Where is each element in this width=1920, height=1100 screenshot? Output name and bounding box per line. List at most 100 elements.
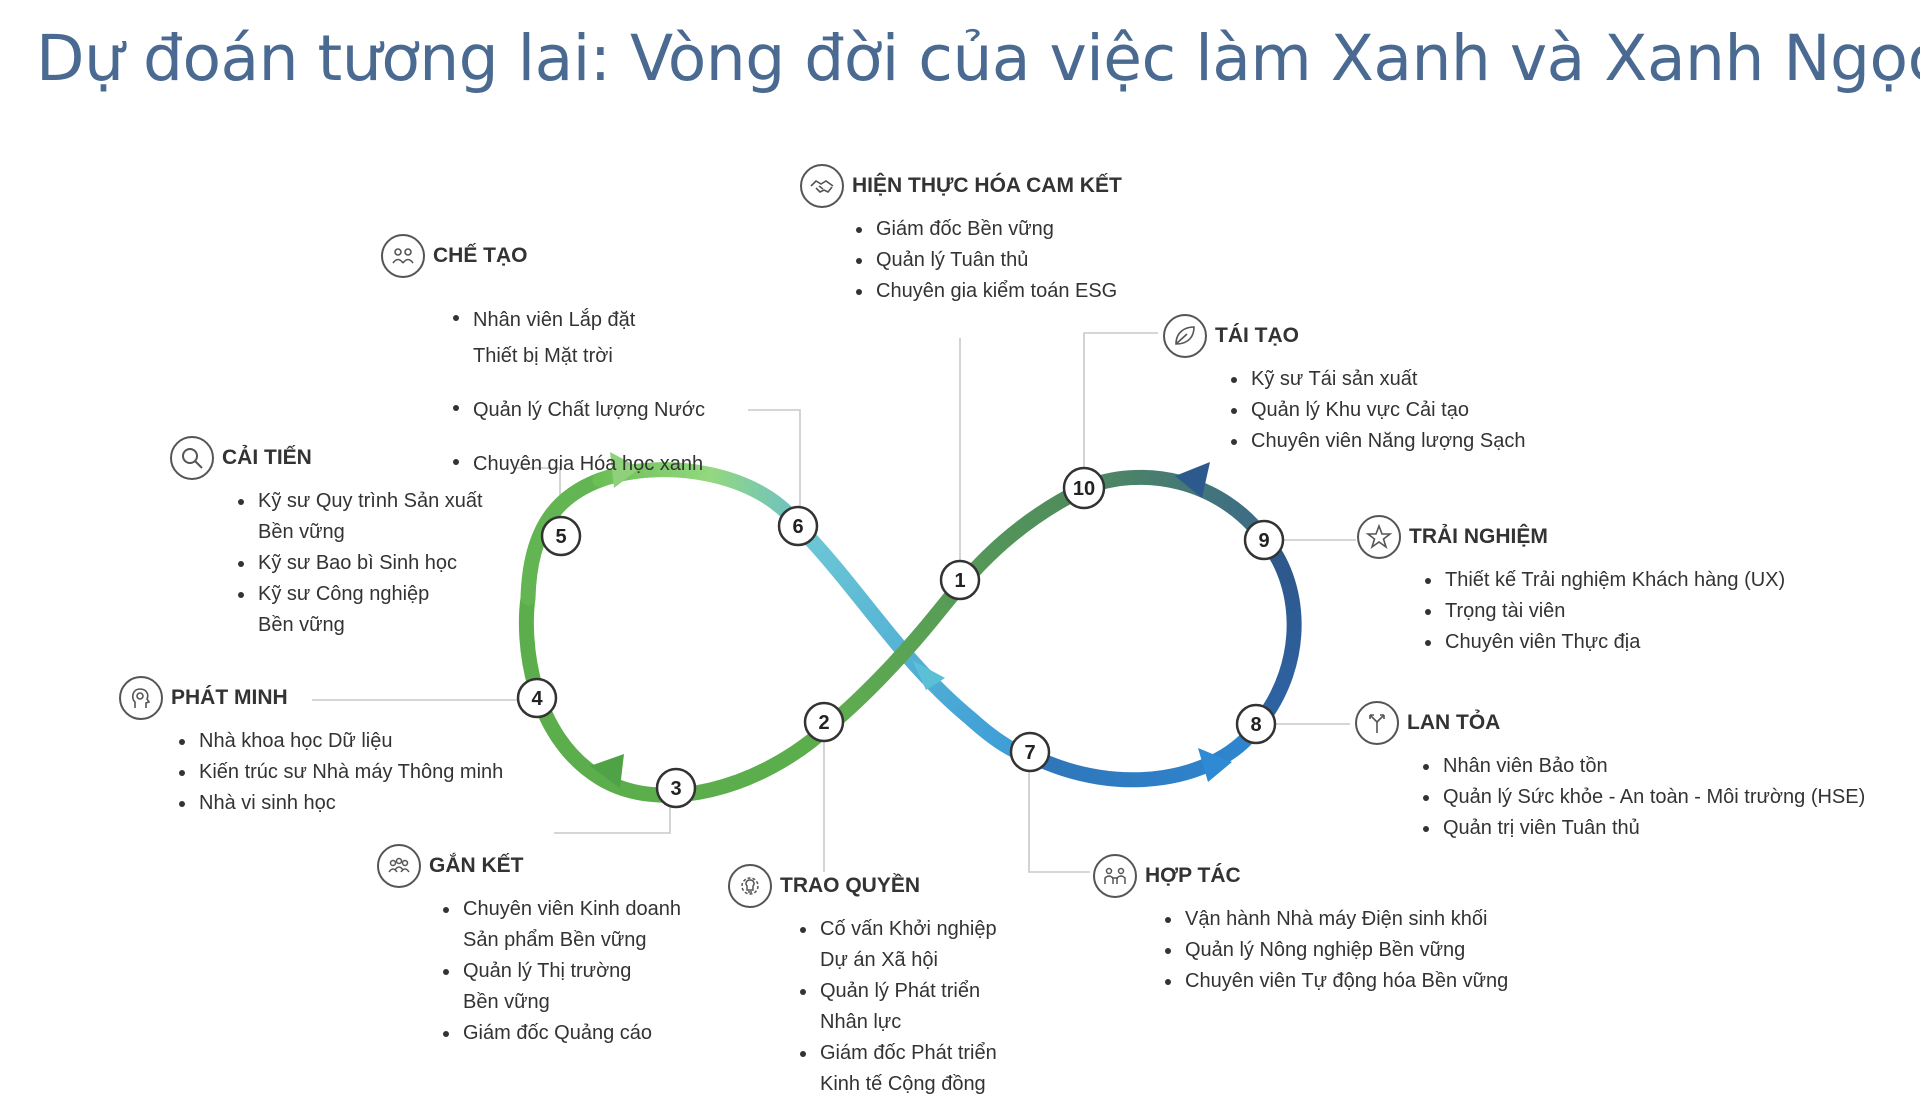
job-list: Chuyên viên Kinh doanh Sản phẩm Bền vững… [439,894,681,1049]
group-icon [377,844,421,888]
job-item: Quản lý Sức khỏe - An toàn - Môi trường … [1419,782,1865,813]
svg-text:10: 10 [1073,478,1095,500]
job-item: Thiết kế Trải nghiệm Khách hàng (UX) [1421,565,1785,596]
collaboration-icon [1093,854,1137,898]
loop-segment-bottom-right [1022,717,1266,788]
block-heading: LAN TỎA [1407,711,1501,734]
handshake-icon [800,164,844,208]
node-2: 2 [803,701,845,743]
infinity-loop [518,462,1302,803]
block-gan-ket: GẮN KẾT Chuyên viên Kinh doanh Sản phẩm … [377,842,681,1049]
job-item: Vận hành Nhà máy Điện sinh khối [1161,904,1508,935]
svg-text:1: 1 [954,570,965,592]
job-list: Nhà khoa học Dữ liệu Kiến trúc sư Nhà má… [175,726,503,819]
node-8: 8 [1235,703,1277,745]
arrow-top-left-icon [610,452,640,488]
job-list: Kỹ sư Tái sản xuất Quản lý Khu vực Cải t… [1227,364,1525,457]
block-heading: TÁI TẠO [1215,324,1299,347]
node-1: 1 [939,559,981,601]
node-7: 7 [1009,731,1051,773]
block-heading: HIỆN THỰC HÓA CAM KẾT [852,174,1122,197]
block-cai-tien: CẢI TIẾN Kỹ sư Quy trình Sản xuất Bền vữ… [170,434,483,641]
block-heading: PHÁT MINH [171,686,288,709]
job-item: Quản lý Nông nghiệp Bền vững [1161,935,1508,966]
block-hien-thuc-hoa-cam-ket: HIỆN THỰC HÓA CAM KẾT Giám đốc Bền vững … [800,162,1122,307]
connector-line-10 [1083,332,1158,488]
job-item: Giám đốc Bền vững [852,214,1122,245]
block-heading: CẢI TIẾN [222,446,312,469]
page-title: Dự đoán tương lai: Vòng đời của việc làm… [36,22,1920,95]
node-5: 5 [540,515,582,557]
connector-line-6 [748,409,801,524]
svg-text:7: 7 [1024,742,1035,764]
job-item: Quản lý Thị trường Bền vững [439,956,681,1018]
block-tai-tao: TÁI TẠO Kỹ sư Tái sản xuất Quản lý Khu v… [1163,312,1525,457]
block-trao-quyen: TRAO QUYỀN Cố vấn Khởi nghiệp Dự án Xã h… [728,862,997,1100]
job-list: Giám đốc Bền vững Quản lý Tuân thủ Chuyê… [852,214,1122,307]
job-item: Cố vấn Khởi nghiệp Dự án Xã hội [796,914,997,976]
job-item: Giám đốc Phát triển Kinh tế Cộng đồng [796,1038,997,1100]
job-item: Nhân viên Bảo tồn [1419,751,1865,782]
svg-text:4: 4 [531,688,543,710]
job-item: Chuyên viên Kinh doanh Sản phẩm Bền vững [439,894,681,956]
job-item: Chuyên viên Thực địa [1421,627,1785,658]
svg-text:9: 9 [1258,530,1269,552]
star-icon [1357,515,1401,559]
job-item: Nhà khoa học Dữ liệu [175,726,503,757]
job-item: Chuyên gia Hóa học xanh [449,446,705,482]
job-item: Kiến trúc sư Nhà máy Thông minh [175,757,503,788]
team-icon [381,234,425,278]
block-heading: CHẾ TẠO [433,244,528,267]
magnifier-icon [170,436,214,480]
loop-segment-left-upper [520,472,608,606]
svg-text:8: 8 [1250,714,1261,736]
job-item: Giám đốc Quảng cáo [439,1018,681,1049]
branch-arrows-icon [1355,701,1399,745]
node-10: 10 [1062,466,1106,510]
job-list: Thiết kế Trải nghiệm Khách hàng (UX) Trọ… [1421,565,1785,658]
node-3: 3 [655,767,697,809]
job-list: Cố vấn Khởi nghiệp Dự án Xã hội Quản lý … [796,914,997,1100]
job-item: Kỹ sư Tái sản xuất [1227,364,1525,395]
arrow-center-down-icon [912,660,945,690]
loop-segment-top-right [1077,469,1273,548]
block-phat-minh: PHÁT MINH Nhà khoa học Dữ liệu Kiến trúc… [119,674,503,819]
arrow-bottom-left-icon [590,754,624,788]
job-item: Quản lý Khu vực Cải tạo [1227,395,1525,426]
svg-text:2: 2 [818,712,829,734]
job-item: Chuyên gia kiểm toán ESG [852,276,1122,307]
node-6: 6 [777,505,819,547]
svg-text:3: 3 [670,778,681,800]
job-item: Quản lý Chất lượng Nước [449,392,705,428]
loop-segment-right-side [1250,532,1302,733]
block-hop-tac: HỢP TÁC Vận hành Nhà máy Điện sinh khối … [1093,852,1508,997]
block-che-tao: CHẾ TẠO Nhân viên Lắp đặt Thiết bị Mặt t… [381,232,705,500]
block-lan-toa: LAN TỎA Nhân viên Bảo tồn Quản lý Sức kh… [1355,699,1865,844]
job-item: Trọng tài viên [1421,596,1785,627]
block-heading: TRẢI NGHIỆM [1409,525,1548,548]
job-list: Nhân viên Bảo tồn Quản lý Sức khỏe - An … [1419,751,1865,844]
node-4: 4 [516,677,558,719]
connector-line-7 [1028,755,1090,873]
arrow-bottom-right-icon [1198,748,1232,782]
block-heading: TRAO QUYỀN [780,874,921,897]
job-list: Vận hành Nhà máy Điện sinh khối Quản lý … [1161,904,1508,997]
job-item: Nhân viên Lắp đặt Thiết bị Mặt trời [449,302,705,374]
block-trai-nghiem: TRẢI NGHIỆM Thiết kế Trải nghiệm Khách h… [1357,513,1785,658]
gear-bulb-icon [728,864,772,908]
head-idea-icon [119,676,163,720]
job-list: Nhân viên Lắp đặt Thiết bị Mặt trời Quản… [449,284,705,500]
svg-text:5: 5 [555,526,566,548]
direction-arrows [590,452,1232,788]
node-9: 9 [1243,519,1285,561]
job-item: Kỹ sư Công nghiệp Bền vững [234,579,483,641]
job-item: Chuyên viên Tự động hóa Bền vững [1161,966,1508,997]
loop-segment-cross-up [822,480,1093,733]
leaf-icon [1163,314,1207,358]
svg-text:6: 6 [792,516,803,538]
block-heading: GẮN KẾT [429,854,524,877]
lifecycle-nodes: 1 2 3 4 5 6 7 8 9 10 [516,466,1285,809]
loop-segment-left-lower [518,590,838,803]
job-item: Quản lý Phát triển Nhân lực [796,976,997,1038]
